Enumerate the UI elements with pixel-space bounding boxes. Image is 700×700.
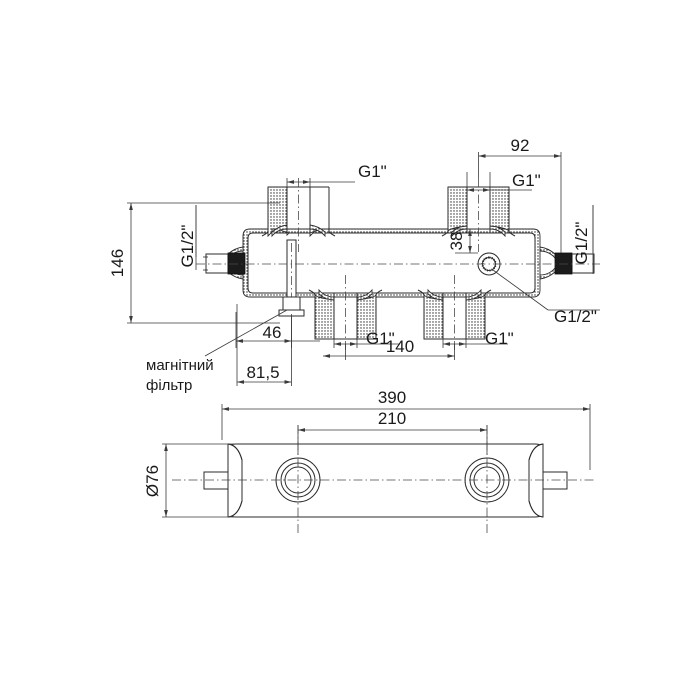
bottom-left-nozzle	[309, 288, 382, 340]
dimension-label-210: 210	[378, 409, 406, 428]
top-left-nozzle	[262, 186, 335, 238]
plan-right-end-cap	[528, 443, 568, 518]
thread-label-left-g12: G1/2"	[178, 225, 197, 268]
label-left-port-thread: G1/2"	[178, 205, 197, 270]
thread-label-top-left-g1: G1"	[358, 162, 387, 181]
dimension-38: 38	[447, 228, 478, 254]
dimension-label-390: 390	[378, 388, 406, 407]
thread-label-right-end-g12: G1/2"	[572, 222, 591, 265]
plan-view: 390 210 Ø76	[143, 388, 596, 535]
dimension-390: 390	[221, 388, 591, 470]
dimension-label-92: 92	[511, 136, 530, 155]
dimension-bottom-right-thread: G1"	[442, 329, 514, 348]
dimension-label-140: 140	[386, 337, 414, 356]
bottom-right-nozzle	[418, 288, 491, 340]
internal-baffle-plate	[286, 239, 297, 301]
dimension-label-diameter-76: Ø76	[143, 465, 162, 497]
dimension-140: 140	[323, 337, 455, 360]
magnetic-filter-stem	[278, 296, 305, 317]
dimension-92: 92	[478, 136, 562, 253]
dimension-top-left-thread: G1"	[286, 162, 387, 187]
dimension-label-81-5: 81,5	[246, 363, 279, 382]
dimension-210: 210	[297, 409, 488, 455]
dimension-diameter-76: Ø76	[143, 443, 234, 518]
plan-left-end-cap	[203, 443, 243, 518]
left-side-port	[203, 246, 246, 280]
right-side-port	[539, 246, 595, 280]
dimension-81-5: 81,5	[236, 304, 292, 386]
thread-label-right-side-g12: G1/2"	[554, 307, 597, 326]
label-right-side-thread: G1/2"	[492, 269, 600, 326]
top-right-nozzle	[442, 186, 515, 238]
callout-magnetic-filter: магнітний фільтр	[146, 309, 288, 394]
thread-label-bottom-right-g1: G1"	[485, 329, 514, 348]
callout-label-line2: фільтр	[146, 377, 192, 394]
front-elevation-view: 146 G1/2" G1" G1" 92	[108, 136, 600, 394]
thread-label-top-right-g1: G1"	[512, 171, 541, 190]
callout-label-line1: магнітний	[146, 357, 214, 374]
dimension-label-146: 146	[108, 249, 127, 277]
dimension-top-right-thread: G1"	[466, 171, 541, 192]
dimension-label-38: 38	[447, 232, 466, 251]
thread-label-bottom-left-g1: G1"	[366, 329, 395, 348]
body-shell	[242, 228, 541, 298]
label-right-end-thread: G1/2"	[572, 205, 594, 274]
dimension-146: 146	[108, 202, 280, 324]
dimension-label-46: 46	[263, 323, 282, 342]
